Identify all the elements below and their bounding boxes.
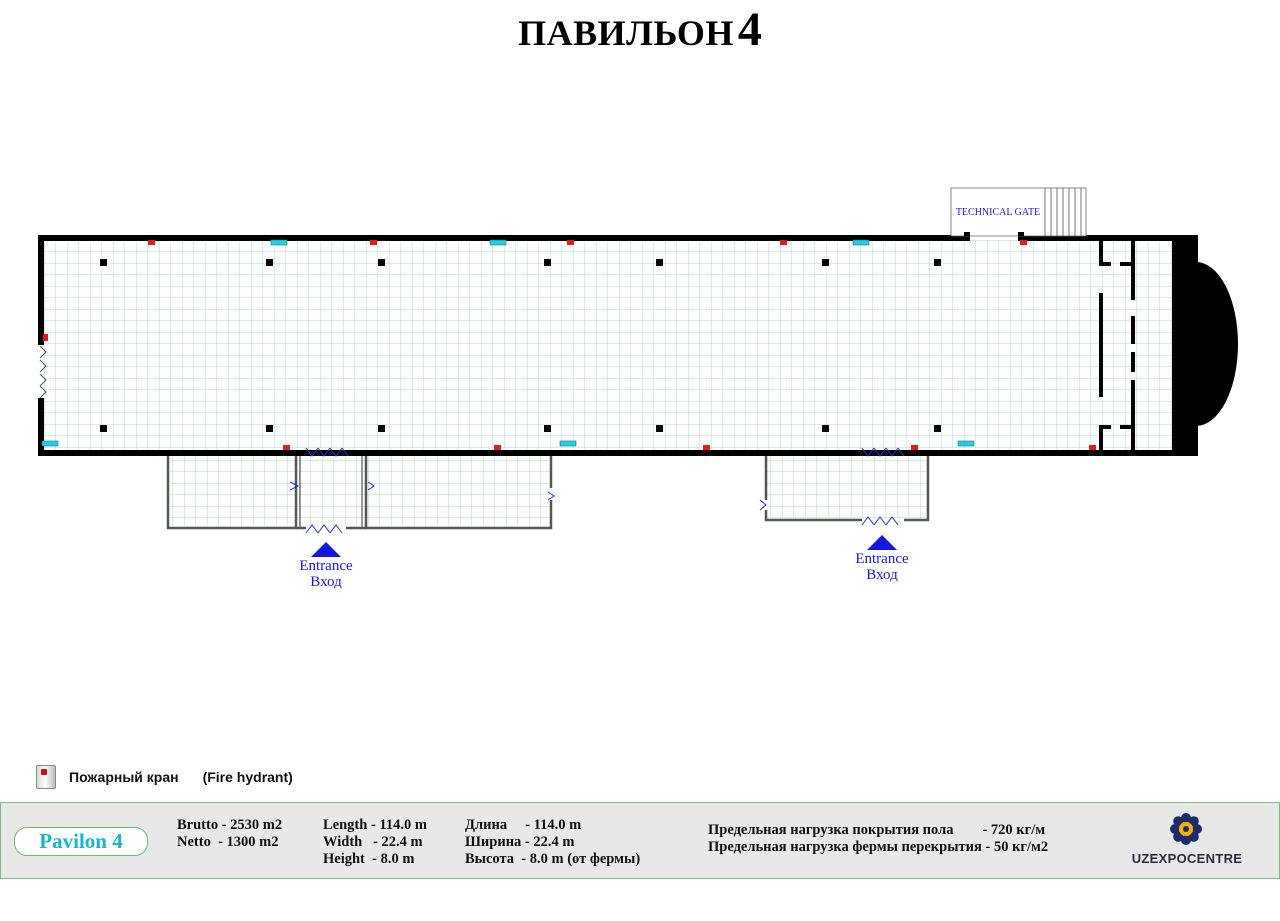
- legend-label-en: (Fire hydrant): [202, 769, 293, 785]
- hall-floor: [44, 240, 1172, 450]
- hall-walls: [38, 235, 1198, 456]
- technical-gate-label: TECHNICAL GATE: [956, 207, 1040, 218]
- height-value: Height - 8.0 m: [323, 851, 415, 867]
- length-value-ru: Длина - 114.0 m: [465, 817, 582, 833]
- width-value: Width - 22.4 m: [323, 834, 423, 850]
- floor-load: Предельная нагрузка покрытия пола - 720 …: [708, 822, 1046, 838]
- entrance-arrow-2: [867, 535, 897, 550]
- title-number: 4: [737, 3, 762, 56]
- entrance-1-label-en: Entrance: [299, 558, 353, 574]
- back-partitions: [1099, 240, 1135, 450]
- apse: [1196, 262, 1238, 426]
- brutto-area: Brutto - 2530 m2: [177, 817, 283, 833]
- truss-load: Предельная нагрузка фермы перекрытия - 5…: [708, 839, 1049, 855]
- loads-block: Предельная нагрузка покрытия пола - 720 …: [708, 822, 1048, 856]
- uzexpocentre-logo: UZEXPOCENTRE: [1125, 811, 1249, 871]
- entrance-2-label-ru: Вход: [866, 567, 898, 583]
- technical-gate: TECHNICAL GATE: [950, 187, 1087, 237]
- entrance-1-label-ru: Вход: [310, 574, 342, 590]
- columns: [100, 259, 941, 432]
- annex-left: [166, 447, 555, 534]
- fire-hydrant-icon: [36, 765, 56, 789]
- entrance-2-label-en: Entrance: [855, 551, 909, 567]
- cyan-markers: [41, 239, 975, 447]
- netto-area: Netto - 1300 m2: [177, 834, 279, 850]
- logo-flower-icon: [1170, 813, 1202, 845]
- left-door: [39, 345, 47, 399]
- pavilion-badge: Pavilon 4: [14, 827, 148, 856]
- height-value-ru: Высота - 8.0 m (от фермы): [465, 851, 641, 867]
- page-title: ПАВИЛЬОН 4: [0, 2, 1280, 57]
- length-value: Length - 114.0 m: [323, 817, 427, 833]
- entrance-arrow-1: [311, 542, 341, 557]
- legend-label-ru: Пожарный кран: [69, 769, 179, 785]
- fire-hydrants: [43, 240, 1096, 450]
- logo-text: UZEXPOCENTRE: [1131, 851, 1243, 866]
- title-text: ПАВИЛЬОН: [518, 13, 734, 53]
- legend: Пожарный кран (Fire hydrant): [36, 762, 293, 792]
- floor-plan: TECHNICAL GATE: [38, 187, 1238, 590]
- annex-right: [759, 447, 930, 526]
- width-value-ru: Ширина - 22.4 m: [465, 834, 575, 850]
